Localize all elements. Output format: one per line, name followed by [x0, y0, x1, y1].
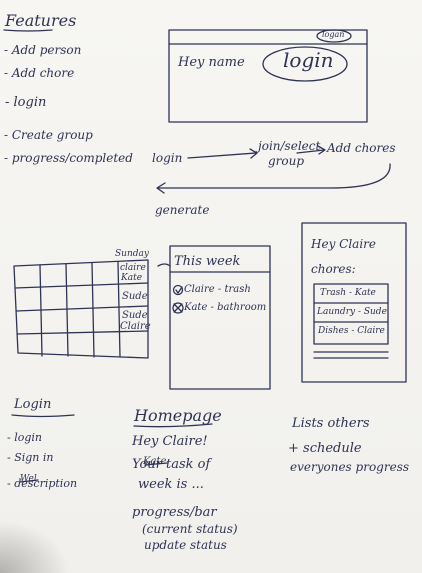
chores-screen-frame — [301, 222, 407, 383]
mockup-corner-login[interactable]: logan — [322, 30, 345, 39]
chores-row: Laundry - Sude — [317, 307, 387, 317]
strike-kate — [144, 462, 168, 466]
homepage-notes-item: update status — [144, 538, 227, 552]
mockup-greeting: Hey name — [178, 55, 245, 70]
list-notes-line: + schedule — [288, 441, 362, 456]
calendar-cell: Kate — [121, 273, 143, 283]
homepage-underline — [133, 423, 213, 428]
arrow-join-to-chores — [296, 145, 326, 155]
flow-step-chores: Add chores — [327, 141, 396, 155]
this-week-tab-mark — [157, 263, 171, 267]
this-week-item: Claire - trash — [184, 284, 251, 295]
this-week-frame — [169, 245, 271, 390]
feature-item: - Create group — [4, 128, 93, 142]
login-notes-item: - login — [7, 431, 42, 444]
homepage-notes-item: Hey Claire! — [132, 434, 208, 449]
mockup-window-frame — [168, 29, 368, 123]
feature-item: - progress/completed — [4, 151, 133, 165]
chores-table-rows — [313, 302, 389, 323]
chores-row: Trash - Kate — [320, 288, 376, 298]
arrow-chores-to-generate — [156, 163, 391, 194]
calendar-cell: Claire — [120, 321, 151, 332]
this-week-item: Kate - bathroom — [184, 302, 267, 313]
feature-item: - Add chore — [4, 66, 75, 80]
calendar-cell: claire — [120, 263, 146, 273]
features-underline — [3, 29, 53, 32]
cross-kate-icon — [173, 303, 183, 313]
login-notes-item: - description — [7, 477, 78, 490]
checkmark-claire-icon — [175, 286, 183, 294]
homepage-notes-item: (current status) — [142, 522, 238, 536]
check-claire-icon — [172, 284, 184, 296]
calendar-day-header: Sunday — [115, 249, 149, 259]
mockup-corner-login-oval — [316, 29, 352, 43]
flow-step-join: join/select — [258, 139, 321, 153]
features-title: Features — [5, 11, 77, 30]
login-notes-struck: Wel — [20, 474, 37, 484]
feature-item: - Add person — [4, 43, 82, 57]
chores-extra-lines — [313, 351, 389, 359]
mockup-login-button[interactable]: login — [283, 48, 334, 72]
chores-table — [313, 283, 389, 345]
flow-step-generate: generate — [155, 203, 210, 217]
homepage-notes-item: Your task of — [132, 457, 211, 472]
login-underline — [11, 414, 75, 418]
mockup-login-oval — [262, 46, 348, 82]
login-notes-title: Login — [14, 397, 52, 412]
calendar-cell: Sude — [122, 310, 148, 321]
calendar-frame — [13, 259, 149, 359]
chores-row: Dishes - Claire — [318, 326, 385, 336]
photo-shadow — [0, 520, 70, 573]
flow-step-login: login — [152, 151, 183, 165]
flow-step-join-2: group — [268, 154, 305, 168]
strike-wel — [19, 479, 39, 483]
login-notes-item: - Sign in — [7, 451, 54, 464]
list-notes-line: everyones progress — [290, 460, 410, 474]
chores-greeting: Hey Claire — [311, 237, 377, 251]
homepage-notes-item: week is ... — [138, 477, 204, 492]
homepage-notes-item: progress/bar — [132, 505, 217, 520]
homepage-notes-struck: Kate — [143, 456, 167, 467]
arrow-login-to-join — [187, 148, 258, 159]
check-kate-icon — [172, 302, 184, 314]
homepage-notes-title: Homepage — [134, 406, 222, 425]
calendar-cell: Sude — [122, 291, 148, 302]
feature-item: - login — [5, 95, 47, 110]
chores-label: chores: — [311, 262, 356, 276]
list-notes-line: Lists others — [292, 416, 370, 431]
this-week-title: This week — [174, 254, 241, 269]
calendar-rows — [14, 282, 149, 335]
